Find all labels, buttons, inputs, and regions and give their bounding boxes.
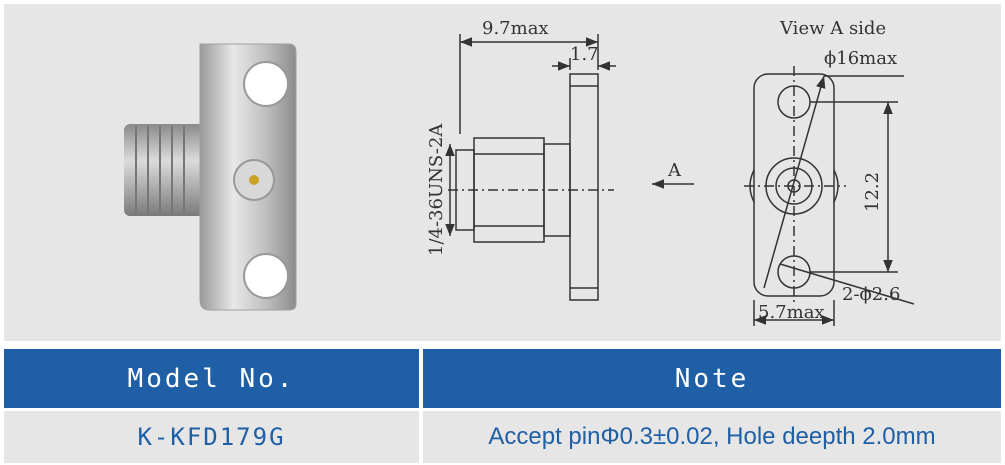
dim-length-label: 9.7max xyxy=(482,18,549,39)
product-drawing: 9.7max 1.7 1/4-36UNS-2A A View A si xyxy=(124,18,915,326)
dim-holes-label: 2-ϕ2.6 xyxy=(842,284,900,305)
connector-photo xyxy=(124,43,297,311)
model-number-cell: K-KFD179G xyxy=(4,411,419,463)
side-view xyxy=(445,34,694,301)
front-view xyxy=(744,66,915,326)
dim-hole-spacing-label: 12.2 xyxy=(862,172,883,212)
view-title: View A side xyxy=(779,18,886,39)
product-panel: 9.7max 1.7 1/4-36UNS-2A A View A si xyxy=(4,4,1001,341)
view-arrow-label: A xyxy=(667,160,682,181)
dim-width-label: 5.7max xyxy=(758,302,825,323)
header-model-no: Model No. xyxy=(4,349,419,408)
header-note: Note xyxy=(423,349,1001,408)
note-cell: Accept pinΦ0.3±0.02, Hole deepth 2.0mm xyxy=(423,411,1001,463)
dim-flange-label: 1.7 xyxy=(570,44,599,65)
thread-label: 1/4-36UNS-2A xyxy=(426,123,447,256)
dim-diameter-label: ϕ16max xyxy=(824,48,897,69)
